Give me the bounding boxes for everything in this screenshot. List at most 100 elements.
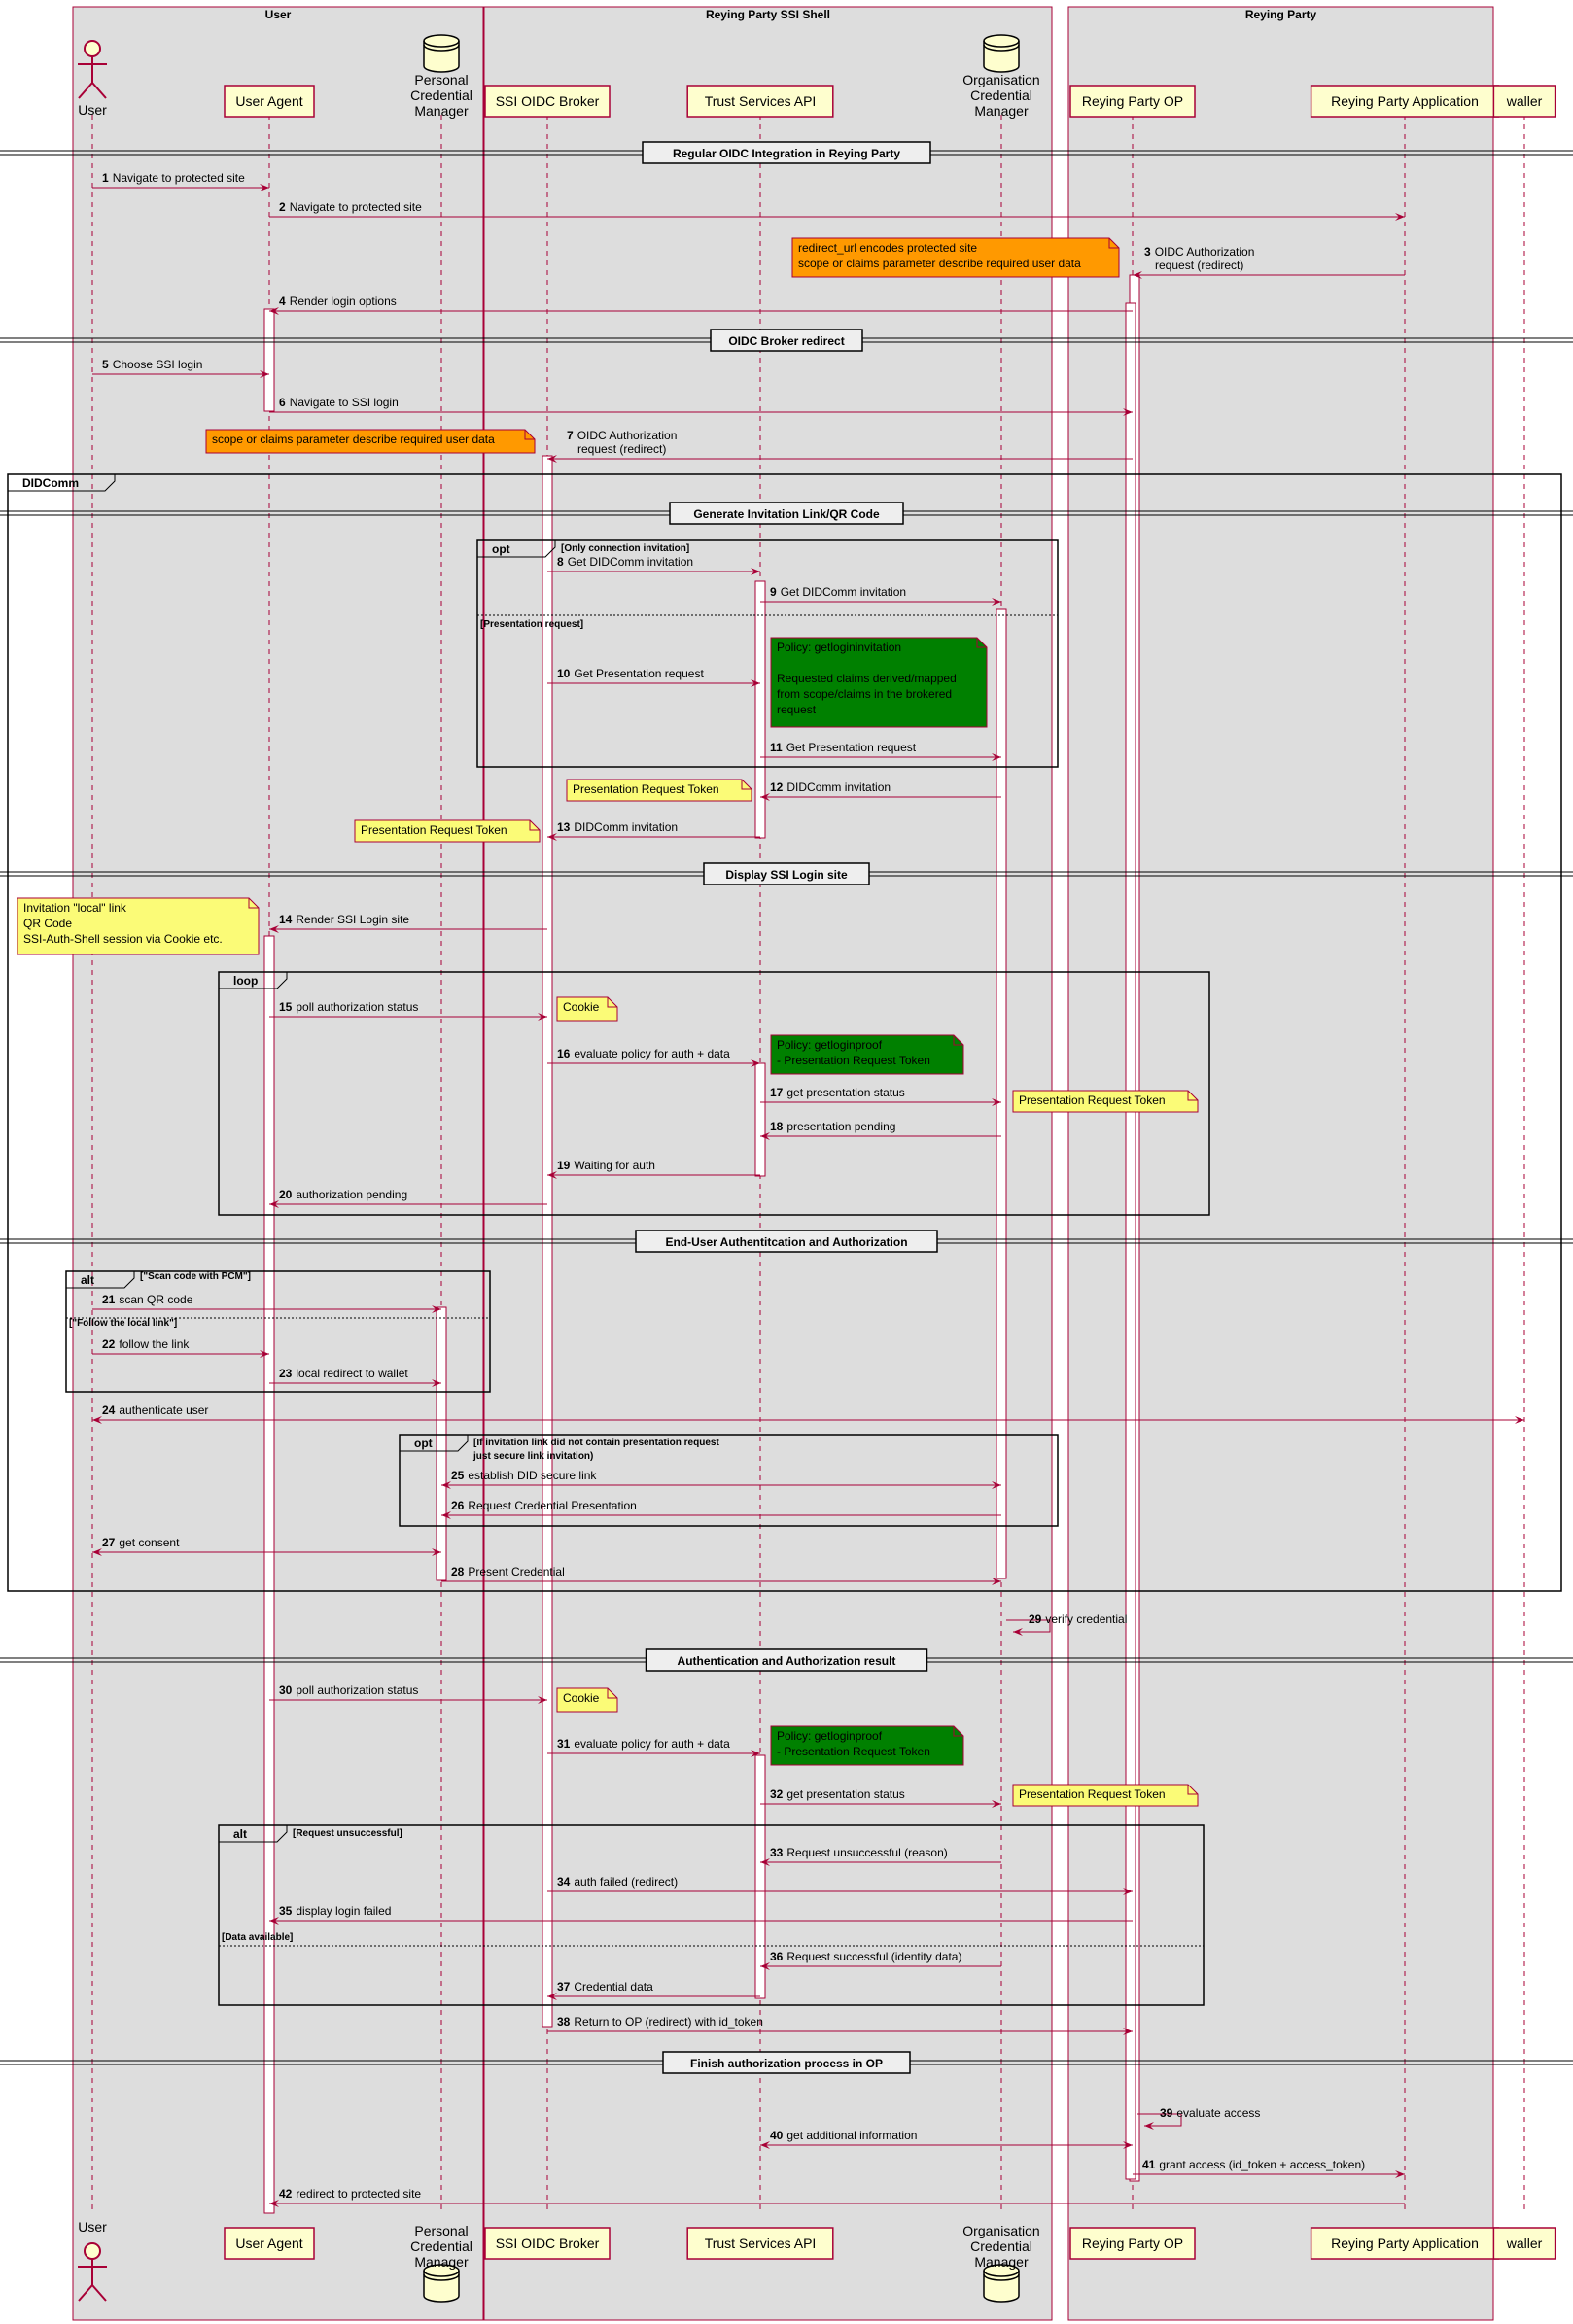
divider-box bbox=[662, 2051, 911, 2074]
arrow-head bbox=[538, 1696, 547, 1704]
group-frame bbox=[476, 539, 1059, 768]
activation-ua-2 bbox=[263, 935, 275, 2214]
activation-op-inner bbox=[1125, 302, 1136, 2180]
actor-icon bbox=[78, 56, 107, 99]
arrow-head bbox=[1144, 2122, 1154, 2130]
note: Cookie bbox=[556, 1687, 618, 1713]
note-text: Presentation Request Token bbox=[573, 782, 719, 796]
activation-broker bbox=[542, 455, 553, 2028]
activation-tsa-3 bbox=[754, 1754, 766, 1999]
arrow-head bbox=[760, 1962, 770, 1970]
note-text: Presentation Request Token bbox=[1019, 1787, 1166, 1801]
participant-label: Credential bbox=[970, 87, 1032, 103]
note-text: Policy: getloginproof bbox=[777, 1038, 883, 1052]
database-icon bbox=[423, 2264, 460, 2303]
note: Presentation Request Token bbox=[566, 779, 752, 802]
arrow-head bbox=[538, 1013, 547, 1021]
note: Policy: getloginproof- Presentation Requ… bbox=[770, 1034, 964, 1075]
participant-tsa-top: Trust Services API bbox=[686, 85, 834, 118]
participant-label: Trust Services API bbox=[705, 93, 817, 109]
note-text: - Presentation Request Token bbox=[777, 1745, 930, 1758]
group-keyword: opt bbox=[492, 542, 510, 556]
note-text: request bbox=[777, 703, 817, 716]
participant-label: Manager bbox=[974, 103, 1029, 119]
note-text: Cookie bbox=[563, 1000, 600, 1014]
participant-label: Organisation bbox=[962, 2223, 1039, 2238]
group-tab bbox=[219, 1825, 288, 1843]
note-text: Policy: getlogininvitation bbox=[777, 641, 901, 654]
note-text: Policy: getloginproof bbox=[777, 1729, 883, 1743]
participant-label: SSI OIDC Broker bbox=[496, 2236, 600, 2251]
arrow-head bbox=[269, 307, 279, 315]
arrow-head bbox=[1123, 1888, 1133, 1895]
box-title-user: User bbox=[265, 8, 292, 21]
arrow-head bbox=[547, 1171, 557, 1179]
arrow-head bbox=[1133, 271, 1142, 279]
participant-wallet-bottom: waller bbox=[1492, 2227, 1556, 2260]
arrow-head bbox=[432, 1548, 441, 1556]
group-keyword: alt bbox=[233, 1827, 247, 1841]
arrow-head bbox=[547, 833, 557, 841]
note-text: Requested claims derived/mapped bbox=[777, 672, 957, 685]
note: Cookie bbox=[556, 996, 618, 1022]
database-icon bbox=[983, 40, 1020, 52]
arrow-head bbox=[751, 568, 760, 575]
participant-user-bottom: User bbox=[78, 2219, 107, 2302]
divider-title: Regular OIDC Integration in Reying Party bbox=[673, 147, 900, 160]
participant-label: SSI OIDC Broker bbox=[496, 93, 600, 109]
arrow-head bbox=[260, 184, 269, 191]
arrow-head bbox=[269, 1200, 279, 1208]
arrow-head bbox=[992, 753, 1001, 761]
divider-title: Display SSI Login site bbox=[725, 868, 848, 882]
group-tab bbox=[219, 972, 288, 989]
participant-op-top: Reying Party OP bbox=[1069, 85, 1196, 118]
participant-label: Trust Services API bbox=[705, 2236, 817, 2251]
arrow-head bbox=[760, 793, 770, 801]
arrow-head bbox=[260, 370, 269, 378]
participant-label: User bbox=[78, 102, 107, 118]
note: redirect_url encodes protected sitescope… bbox=[791, 237, 1120, 278]
arrow-head bbox=[1123, 2141, 1133, 2149]
participant-label: Credential bbox=[410, 87, 472, 103]
database-icon bbox=[983, 2270, 1020, 2281]
participant-label: Reying Party OP bbox=[1082, 93, 1183, 109]
group-frame bbox=[218, 1824, 1205, 2006]
group-keyword: loop bbox=[233, 974, 258, 988]
arrow-head bbox=[92, 1416, 102, 1424]
arrow-head bbox=[1123, 408, 1133, 416]
arrow-head bbox=[760, 1858, 770, 1866]
divider-box bbox=[710, 329, 863, 352]
arrow-head bbox=[432, 1305, 441, 1313]
divider-box bbox=[645, 1648, 928, 1672]
arrow-head bbox=[992, 1098, 1001, 1106]
group-condition: ["Scan code with PCM"] bbox=[140, 1271, 251, 1282]
